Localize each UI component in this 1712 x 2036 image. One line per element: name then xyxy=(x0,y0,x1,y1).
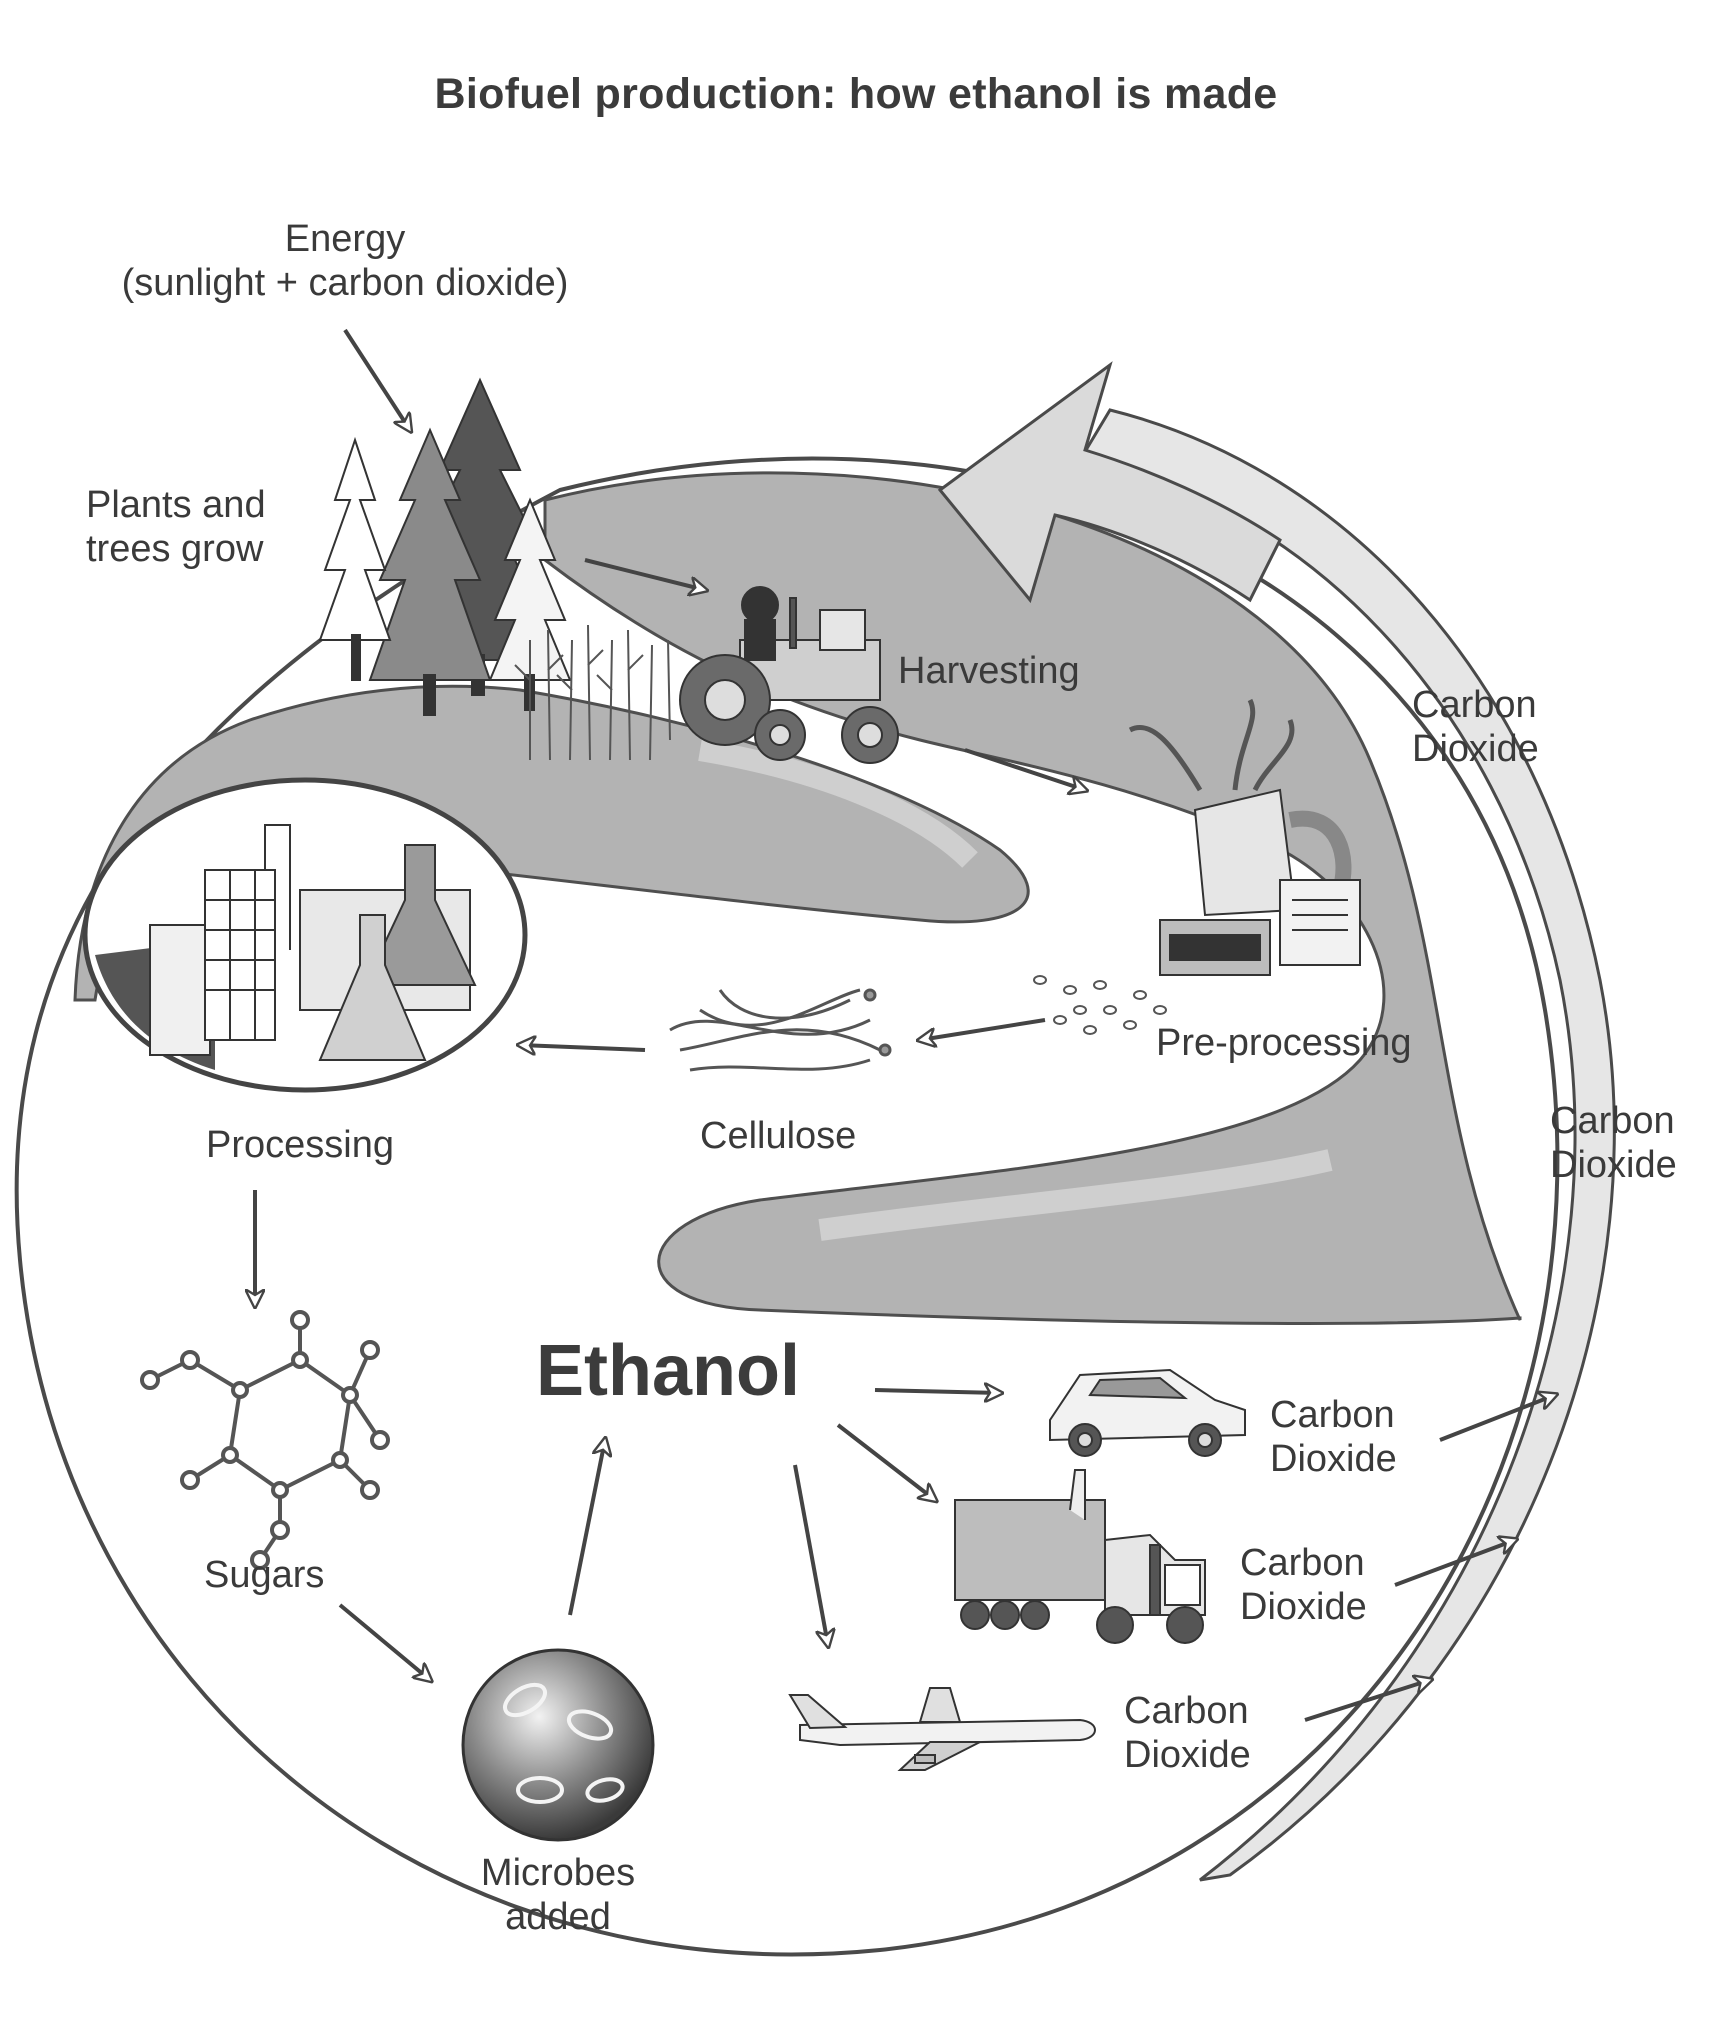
co2-label-plane: Carbon Dioxide xyxy=(1124,1690,1251,1777)
tractor-illustration xyxy=(514,586,899,764)
sugar-molecule-illustration xyxy=(140,1310,390,1570)
energy-label: Energy (sunlight + carbon dioxide) xyxy=(100,218,590,305)
co2-label-truck-line2: Dioxide xyxy=(1240,1585,1367,1628)
co2-label-right: Carbon Dioxide xyxy=(1550,1100,1677,1187)
microbes-label-line1: Microbes xyxy=(480,1852,636,1894)
co2-label-top-line1: Carbon xyxy=(1412,684,1537,726)
truck-illustration xyxy=(954,1469,1206,1644)
co2-label-car: Carbon Dioxide xyxy=(1270,1394,1397,1481)
co2-label-top: Carbon Dioxide xyxy=(1412,684,1539,771)
carbon-dioxide-return-arrow xyxy=(937,361,1616,1882)
co2-label-plane-line2: Dioxide xyxy=(1124,1733,1251,1776)
flow-arrows xyxy=(255,328,1555,1722)
diagram-title: Biofuel production: how ethanol is made xyxy=(434,70,1278,118)
co2-label-plane-line1: Carbon xyxy=(1124,1690,1249,1732)
co2-label-right-line2: Dioxide xyxy=(1550,1143,1677,1186)
preprocessing-label: Pre-processing xyxy=(1156,1022,1412,1064)
microbes-label: Microbes added xyxy=(438,1852,678,1939)
sugars-label: Sugars xyxy=(204,1554,325,1596)
co2-label-right-line1: Carbon xyxy=(1550,1100,1675,1142)
plants-label: Plants and trees grow xyxy=(86,484,266,571)
co2-label-truck-line1: Carbon xyxy=(1240,1542,1365,1584)
airplane-illustration xyxy=(788,1687,1096,1771)
co2-label-truck: Carbon Dioxide xyxy=(1240,1542,1367,1629)
ethanol-label: Ethanol xyxy=(536,1331,800,1411)
trees-illustration xyxy=(318,377,572,716)
co2-label-top-line2: Dioxide xyxy=(1412,727,1539,770)
plants-label-line1: Plants and xyxy=(86,484,266,526)
co2-label-car-line2: Dioxide xyxy=(1270,1437,1397,1480)
cellulose-illustration xyxy=(669,988,892,1072)
processing-label: Processing xyxy=(206,1124,394,1166)
energy-label-line2: (sunlight + carbon dioxide) xyxy=(121,261,569,304)
energy-label-line1: Energy xyxy=(284,218,406,260)
co2-label-car-line1: Carbon xyxy=(1270,1394,1395,1436)
microbes-illustration xyxy=(461,1648,655,1842)
cellulose-label: Cellulose xyxy=(700,1115,857,1157)
plants-label-line2: trees grow xyxy=(86,527,264,570)
processing-plant-illustration xyxy=(82,777,528,1093)
preprocessing-machine-illustration xyxy=(1033,698,1361,1035)
car-illustration xyxy=(1049,1368,1246,1457)
microbes-label-line2: added xyxy=(505,1895,611,1938)
harvesting-label: Harvesting xyxy=(898,650,1080,692)
